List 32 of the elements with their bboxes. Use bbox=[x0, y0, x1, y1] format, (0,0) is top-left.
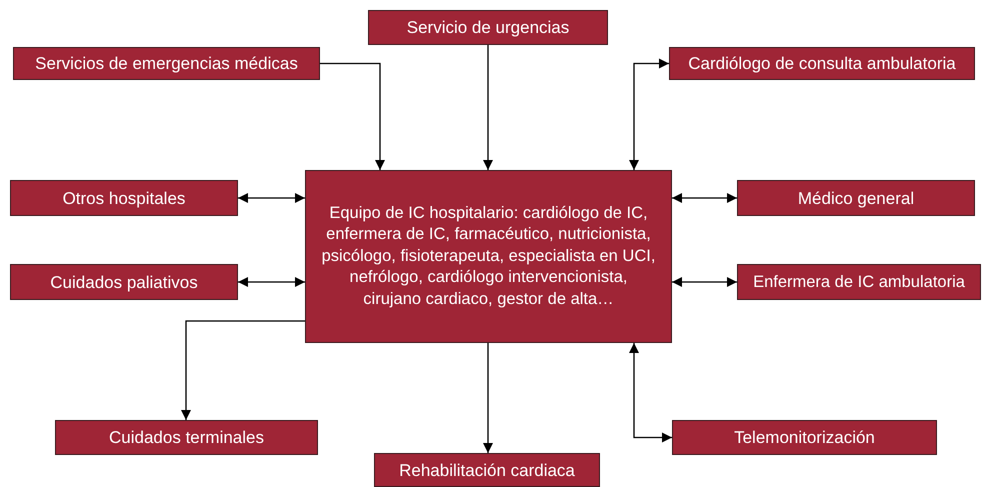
process-box bbox=[737, 180, 975, 216]
process-box bbox=[10, 180, 238, 216]
process-box bbox=[374, 453, 600, 487]
box-label: Otros hospitales bbox=[62, 188, 186, 208]
process-box bbox=[368, 10, 608, 45]
box-label: Cuidados terminales bbox=[109, 427, 264, 448]
process-box bbox=[672, 420, 937, 455]
process-box bbox=[55, 420, 318, 455]
box-label: Enfermera de IC ambulatoria bbox=[753, 272, 965, 292]
box-label: Cuidados paliativos bbox=[50, 272, 198, 292]
arrow bbox=[483, 343, 493, 453]
process-box bbox=[13, 47, 320, 80]
process-box bbox=[10, 264, 238, 300]
arrow bbox=[483, 45, 493, 170]
arrow bbox=[320, 62, 385, 170]
process-box bbox=[305, 170, 672, 343]
box-label: Servicios de emergencias médicas bbox=[35, 53, 298, 74]
arrow bbox=[629, 343, 672, 442]
box-label: Rehabilitación cardiaca bbox=[399, 460, 575, 480]
arrow bbox=[672, 193, 737, 203]
box-label: Equipo de IC hospitalario: cardiólogo de IC, enfermera de IC, farmacéutico, nutricionista, psicólogo, fisioterapeuta, especialista en UCI, nefrólogo, cardiólogo intervencionista, cirujano cardiaco, gestor de alta… bbox=[320, 202, 656, 310]
arrow bbox=[238, 277, 305, 287]
box-label: Servicio de urgencias bbox=[406, 17, 570, 38]
box-label: Médico general bbox=[798, 188, 914, 208]
box-label: Cardiólogo de consulta ambulatoria bbox=[688, 53, 956, 74]
process-box bbox=[737, 264, 981, 300]
box-label: Telemonitorización bbox=[734, 427, 875, 448]
arrow bbox=[238, 193, 305, 203]
arrow bbox=[181, 320, 305, 420]
arrow bbox=[629, 58, 669, 170]
arrow bbox=[672, 277, 737, 287]
process-box bbox=[669, 47, 975, 80]
